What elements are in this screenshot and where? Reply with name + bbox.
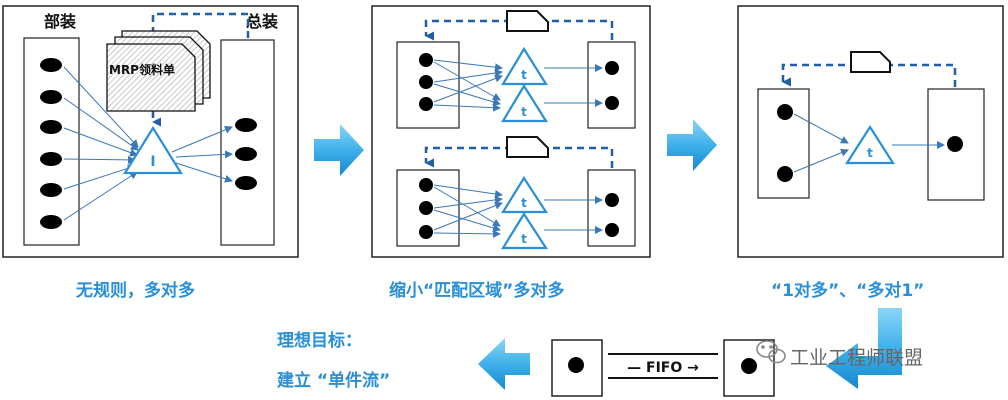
assembly-node (605, 96, 619, 110)
assembly-node (605, 193, 619, 207)
caption-panel-2: 缩小“匹配区域”多对多 (389, 281, 565, 301)
assembly-node (947, 136, 963, 152)
assembly-node (235, 147, 257, 161)
down-left-arrow (826, 308, 902, 389)
part-node (40, 183, 62, 197)
wechat-icon (756, 340, 786, 364)
part-node (40, 215, 62, 229)
panel-1: 部装 总装 I (2, 5, 299, 258)
kanban-card-icon (506, 136, 549, 158)
part-node (419, 178, 433, 192)
subassembly-box (23, 37, 80, 246)
triangle-label: I (150, 154, 155, 170)
part-node (40, 90, 62, 104)
part-node (40, 152, 62, 166)
inventory-triangle (123, 125, 183, 175)
goal-text: 建立 “单件流” (277, 371, 391, 391)
part-node (419, 97, 433, 111)
final-assembly-box (220, 39, 275, 246)
panel-3: t (737, 5, 1004, 258)
part-node (419, 201, 433, 215)
assembly-node (235, 176, 257, 190)
triangle-label: t (521, 105, 527, 119)
assembly-node (605, 61, 619, 75)
left-arrow (478, 338, 530, 390)
part-node (568, 357, 584, 373)
label-final-assembly: 总装 (246, 12, 278, 31)
triangle-label: t (867, 146, 873, 160)
part-node (40, 120, 62, 134)
fifo-label: — FIFO → (627, 360, 699, 376)
part-node (419, 225, 433, 239)
caption-panel-1: 无规则，多对多 (76, 281, 195, 301)
flow-arrows-in (63, 66, 139, 221)
part-node (419, 53, 433, 67)
triangle-label: t (521, 68, 527, 82)
part-node (419, 75, 433, 89)
triangle-label: t (521, 196, 527, 210)
inventory-triangle (844, 124, 896, 165)
label-subassembly: 部装 (44, 12, 76, 31)
cell-lower: t t (396, 136, 636, 250)
right-arrow-1 (314, 124, 364, 176)
assembly-node (605, 223, 619, 237)
right-arrow-2 (667, 119, 717, 171)
mrp-doc-label: MRP领料单 (109, 63, 175, 77)
kanban-card-icon (850, 51, 891, 73)
kanban-card-icon (506, 10, 549, 32)
triangle-label: t (521, 232, 527, 246)
cell-upper: t t (396, 10, 636, 129)
part-node (777, 166, 793, 182)
part-node (40, 58, 62, 72)
assembly-node (235, 118, 257, 132)
assembly-node (741, 358, 757, 374)
caption-panel-3: “1对多”、“多对1” (771, 281, 925, 301)
mrp-document-stack: MRP领料单 (106, 30, 211, 112)
watermark-text: 工业工程师联盟 (790, 347, 924, 369)
flow-arrows-out (171, 126, 233, 183)
single-piece-flow: — FIFO → (551, 339, 775, 397)
panel-2: t t t (371, 5, 651, 258)
goal-title: 理想目标： (277, 331, 362, 351)
part-node (777, 104, 793, 120)
